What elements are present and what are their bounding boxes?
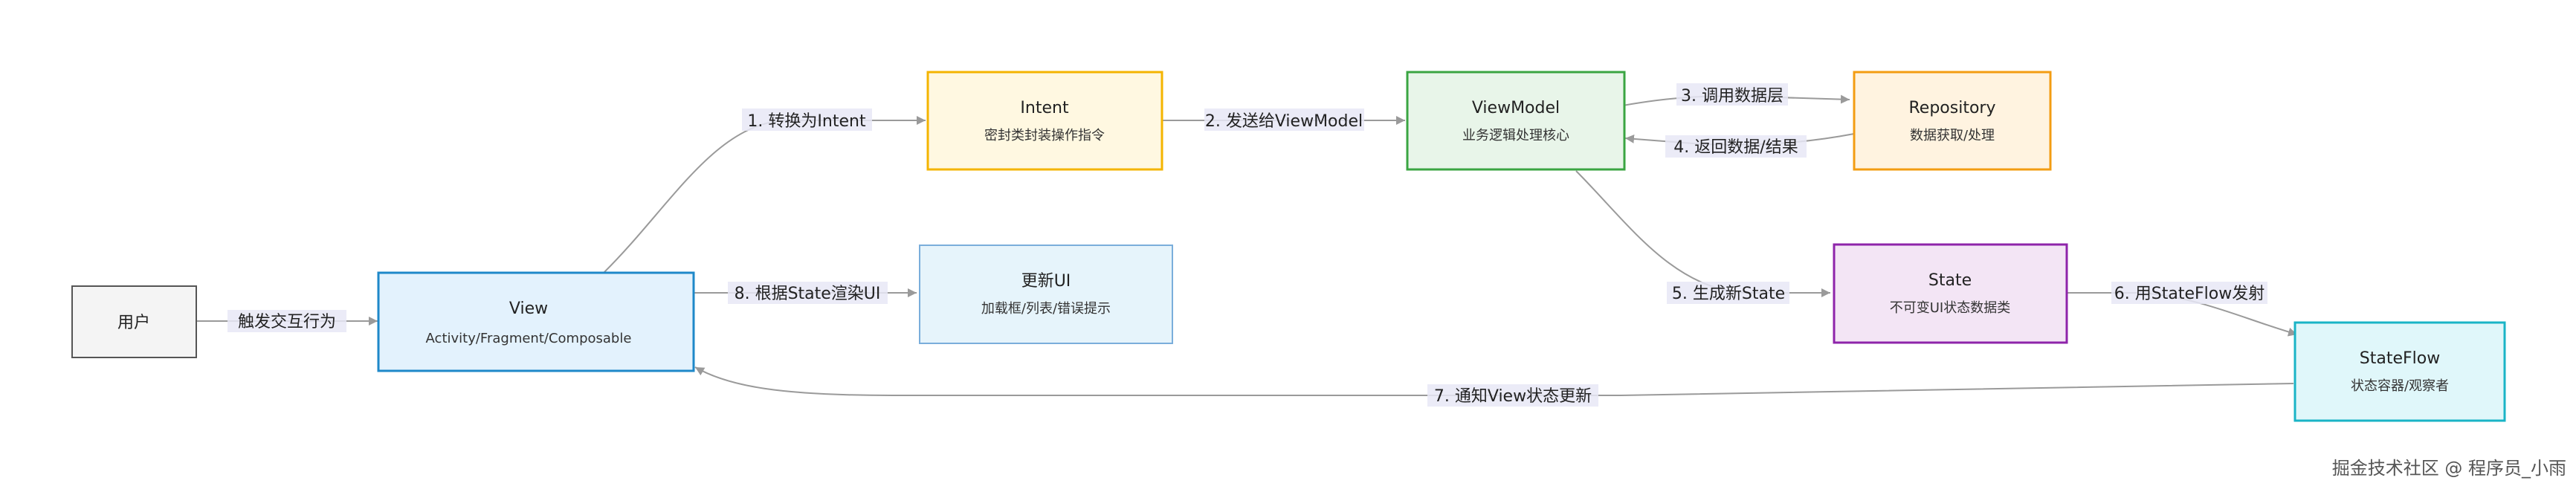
- node-view-title: View: [509, 300, 548, 318]
- edge-repository-viewmodel: 4. 返回数据/结果: [1624, 133, 1855, 158]
- edge-label-user-view: 触发交互行为: [238, 313, 336, 331]
- node-viewmodel-sub: 业务逻辑处理核心: [1462, 128, 1569, 143]
- node-intent: Intent 密封类封装操作指令: [926, 71, 1163, 171]
- node-user-title: 用户: [117, 314, 150, 332]
- edge-stateflow-view: 7. 通知View状态更新: [694, 366, 2294, 407]
- node-repository-sub: 数据获取/处理: [1910, 128, 1995, 143]
- edge-intent-viewmodel: 2. 发送给ViewModel: [1162, 109, 1405, 131]
- edge-viewmodel-state: 5. 生成新State: [1575, 170, 1830, 304]
- edge-label-intent-viewmodel: 2. 发送给ViewModel: [1205, 112, 1363, 131]
- edge-label-state-stateflow: 6. 用StateFlow发射: [2114, 285, 2265, 303]
- node-update-ui: 更新UI 加载框/列表/错误提示: [919, 245, 1173, 344]
- node-stateflow-title: StateFlow: [2360, 349, 2440, 368]
- edge-viewmodel-repository: 3. 调用数据层: [1622, 83, 1850, 106]
- node-state: State 不可变UI状态数据类: [1833, 243, 2068, 344]
- node-view-sub: Activity/Fragment/Composable: [426, 331, 632, 346]
- node-update-ui-sub: 加载框/列表/错误提示: [981, 301, 1111, 317]
- node-user: 用户: [71, 285, 197, 358]
- node-state-sub: 不可变UI状态数据类: [1890, 300, 2010, 316]
- edge-label-viewmodel-repository: 3. 调用数据层: [1681, 87, 1783, 106]
- edge-view-intent: 1. 转换为Intent: [604, 109, 926, 273]
- node-view: View Activity/Fragment/Composable: [377, 271, 695, 372]
- node-stateflow: StateFlow 状态容器/观察者: [2293, 321, 2506, 422]
- node-viewmodel-title: ViewModel: [1472, 99, 1560, 117]
- node-intent-title: Intent: [1020, 99, 1069, 117]
- edge-state-stateflow: 6. 用StateFlow发射: [2065, 282, 2298, 337]
- node-state-title: State: [1928, 271, 1972, 290]
- edge-label-stateflow-view: 7. 通知View状态更新: [1434, 387, 1592, 406]
- edge-label-view-updateui: 8. 根据State渲染UI: [735, 285, 881, 303]
- edge-label-repository-viewmodel: 4. 返回数据/结果: [1673, 138, 1798, 157]
- edge-view-updateui: 8. 根据State渲染UI: [694, 282, 917, 304]
- node-repository-title: Repository: [1909, 99, 1996, 117]
- node-update-ui-title: 更新UI: [1021, 272, 1071, 291]
- edge-label-view-intent: 1. 转换为Intent: [747, 112, 866, 131]
- edge-label-viewmodel-state: 5. 生成新State: [1672, 285, 1785, 303]
- node-viewmodel: ViewModel 业务逻辑处理核心: [1406, 71, 1626, 171]
- edge-user-view: 触发交互行为: [197, 310, 378, 332]
- node-stateflow-sub: 状态容器/观察者: [2351, 378, 2449, 394]
- node-intent-sub: 密封类封装操作指令: [984, 128, 1105, 143]
- watermark-text: 掘金技术社区 @ 程序员_小雨: [2332, 458, 2566, 479]
- node-repository: Repository 数据获取/处理: [1853, 71, 2052, 171]
